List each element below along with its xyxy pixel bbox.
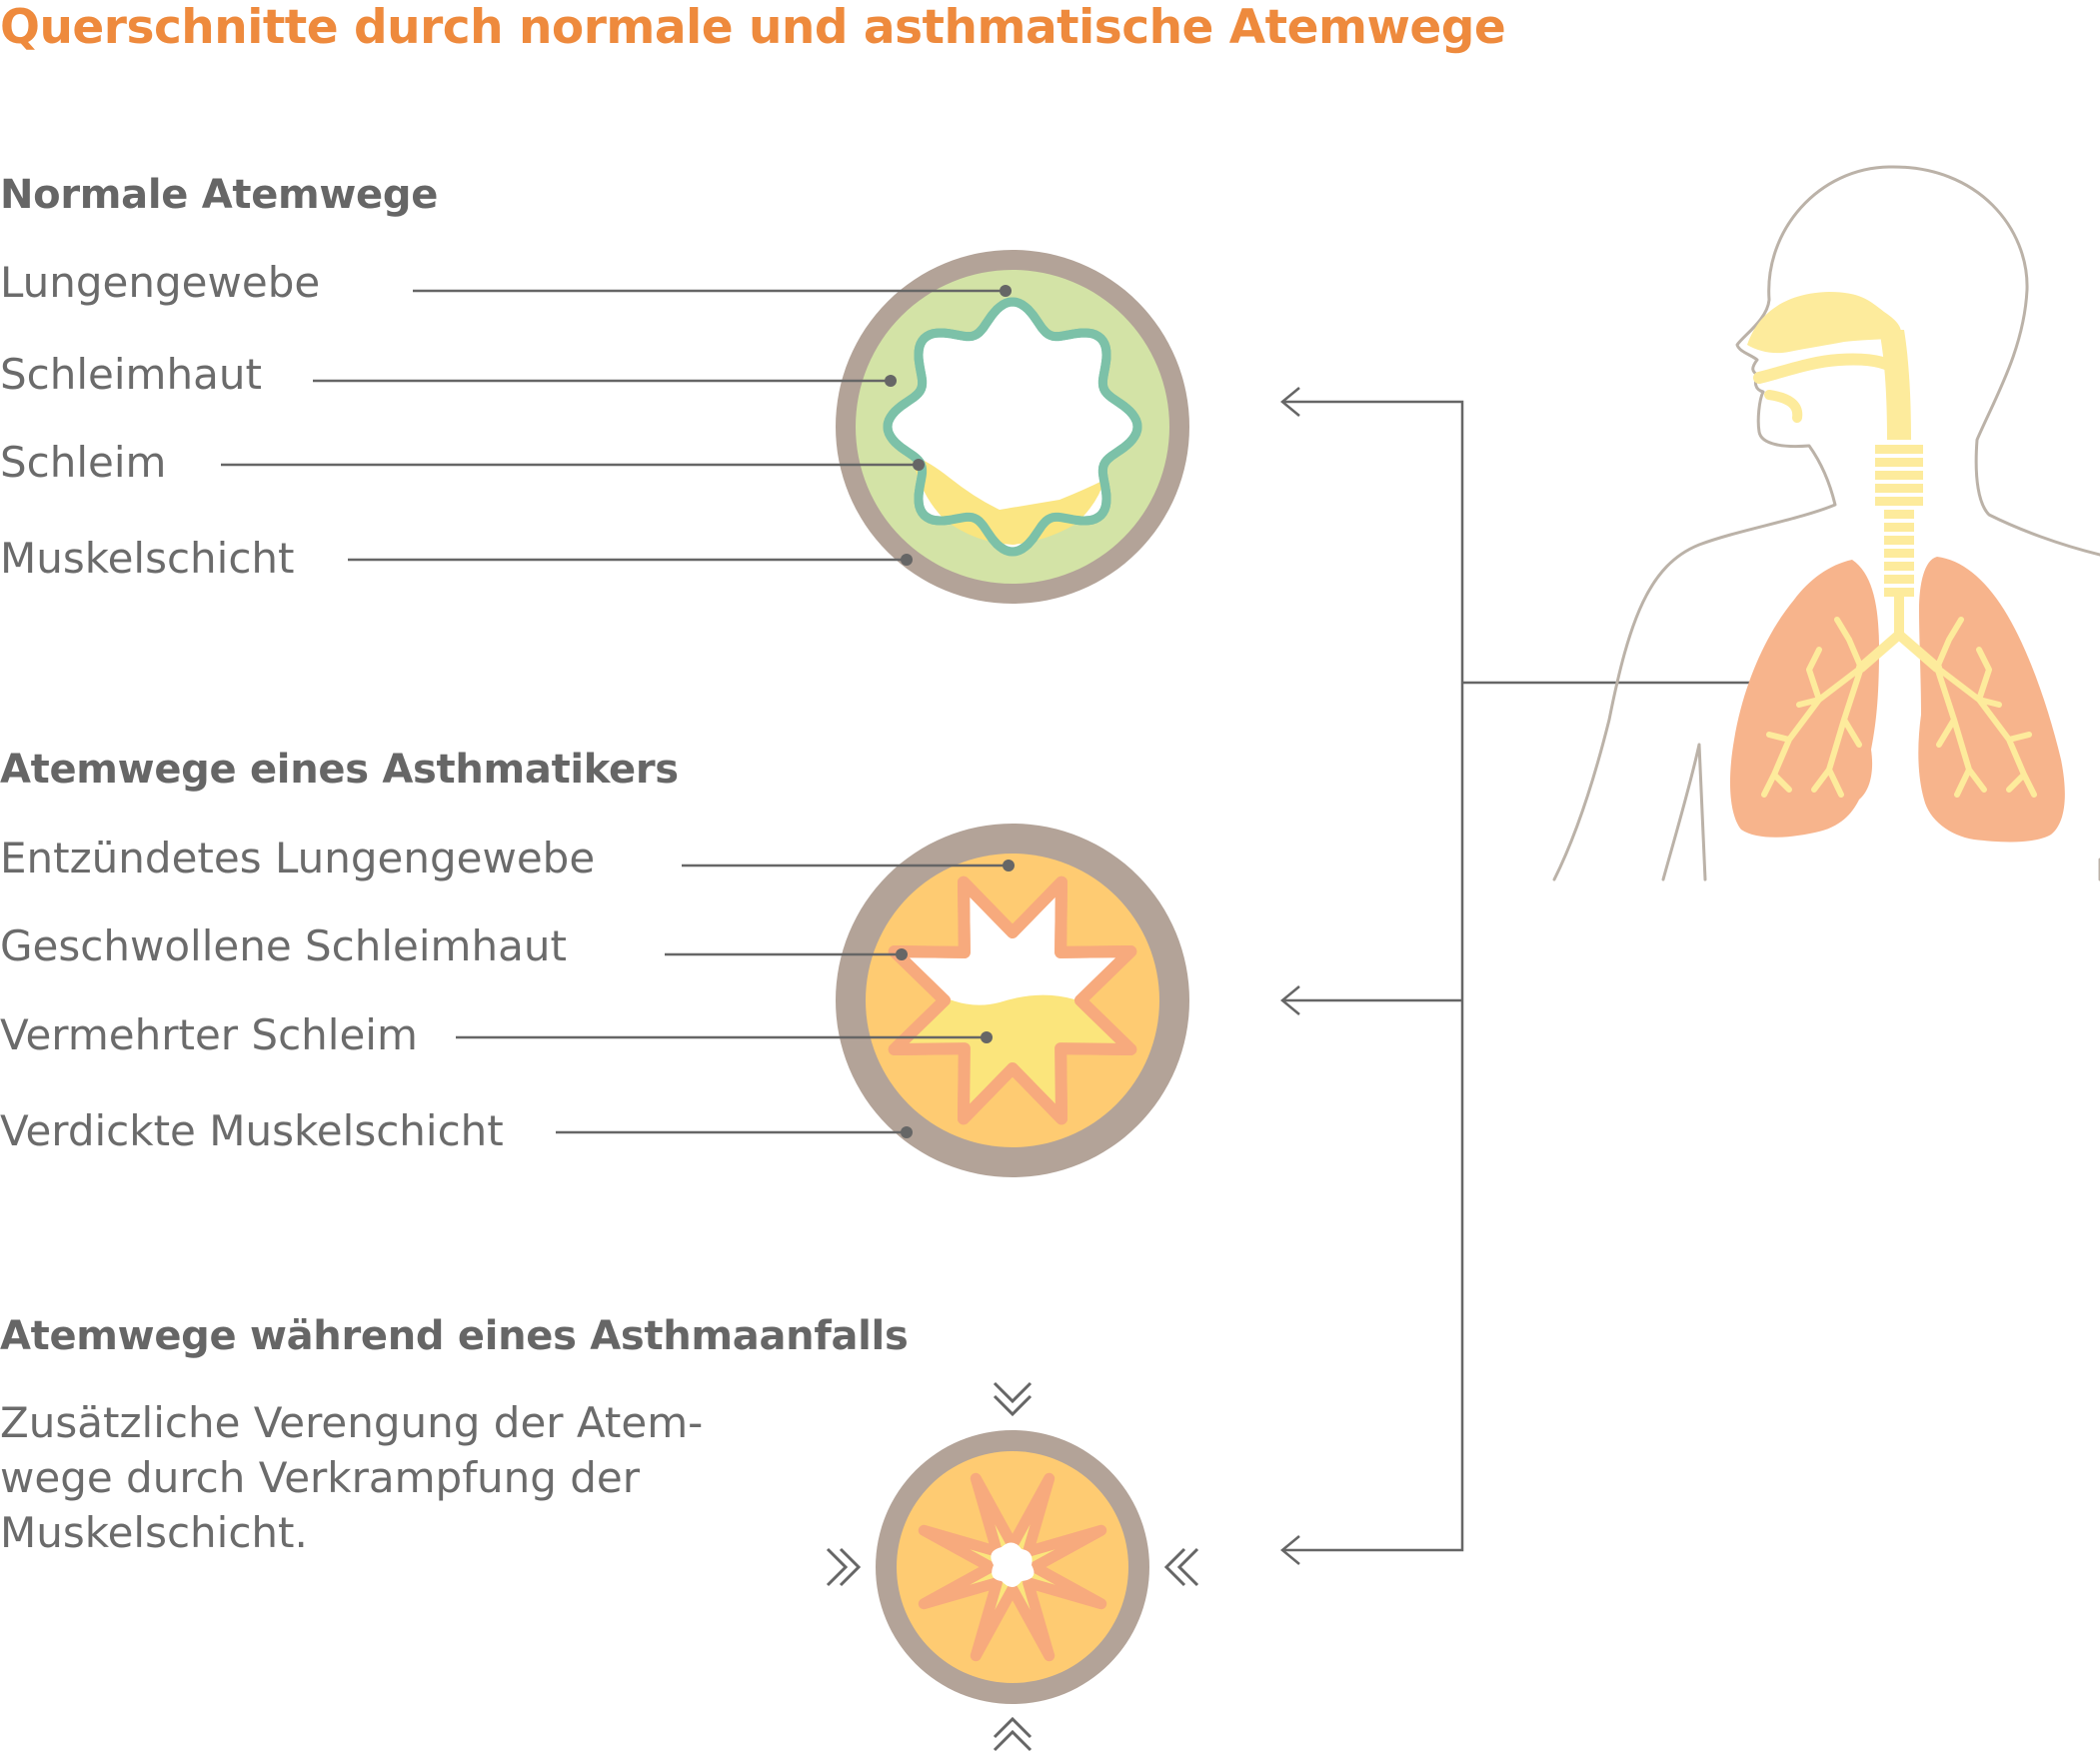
human-figure bbox=[1552, 165, 2100, 881]
body-outline bbox=[1552, 165, 2100, 881]
diagram-title: Querschnitte durch normale und asthmatis… bbox=[0, 0, 1506, 55]
bronchial-tree bbox=[1761, 590, 2037, 798]
leader-lines-normal bbox=[221, 285, 1012, 566]
trachea-ring bbox=[1875, 484, 1923, 493]
trachea-ring bbox=[1875, 497, 1923, 506]
leader-lines-asthmatic bbox=[456, 860, 1015, 1138]
trachea bbox=[1875, 445, 1923, 597]
attack-description: Zusätzliche Verengung der Atem- wege dur… bbox=[0, 1395, 703, 1560]
lumen-attack bbox=[991, 1542, 1035, 1587]
arrow-left-icon bbox=[1280, 1535, 1300, 1565]
tongue-passage bbox=[1764, 390, 1803, 423]
trachea-ring bbox=[1875, 471, 1923, 480]
right-lung bbox=[1918, 557, 2065, 843]
chevron-left-icon bbox=[1163, 1547, 1199, 1587]
label-vermehrter-schleim: Vermehrter Schleim bbox=[0, 1010, 418, 1059]
nasal-cavity bbox=[1747, 292, 1901, 354]
cross-section-asthmatic bbox=[836, 824, 1189, 1177]
pharynx bbox=[1879, 330, 1911, 440]
chevron-up-icon bbox=[993, 1716, 1033, 1752]
trachea-ring bbox=[1875, 458, 1923, 467]
trachea-ring bbox=[1884, 510, 1914, 519]
arm-outline bbox=[1661, 743, 1707, 881]
trachea-ring bbox=[1884, 523, 1914, 532]
cross-section-normal bbox=[836, 250, 1189, 604]
attack-description-line: Muskelschicht. bbox=[0, 1508, 308, 1557]
mucosa-normal-front bbox=[883, 297, 1142, 557]
trachea-ring bbox=[1884, 562, 1914, 571]
heading-normal: Normale Atemwege bbox=[0, 172, 439, 218]
trachea-ring bbox=[1884, 549, 1914, 558]
compression-arrows bbox=[826, 1381, 1199, 1752]
chevron-right-icon bbox=[826, 1547, 862, 1587]
mucosa-swollen-front bbox=[888, 876, 1137, 1125]
attack-description-line: wege durch Verkrampfung der bbox=[0, 1453, 641, 1502]
connector-bracket bbox=[1280, 387, 1814, 1565]
label-geschwollene-schleimhaut: Geschwollene Schleimhaut bbox=[0, 921, 567, 970]
trachea-ring bbox=[1884, 536, 1914, 545]
label-schleimhaut: Schleimhaut bbox=[0, 350, 262, 399]
arrow-left-icon bbox=[1280, 387, 1300, 417]
trachea-ring bbox=[1875, 445, 1923, 454]
mouth-passage bbox=[1753, 353, 1905, 384]
label-muskelschicht: Muskelschicht bbox=[0, 534, 295, 583]
label-lungengewebe: Lungengewebe bbox=[0, 258, 321, 307]
attack-description-line: Zusätzliche Verengung der Atem- bbox=[0, 1398, 704, 1447]
chevron-down-icon bbox=[993, 1381, 1033, 1417]
arrow-left-icon bbox=[1280, 985, 1300, 1015]
cross-section-attack bbox=[876, 1430, 1149, 1704]
left-lung bbox=[1729, 560, 1879, 838]
heading-asthmatic: Atemwege eines Asthmatikers bbox=[0, 747, 679, 793]
heading-attack: Atemwege während eines Asthmaanfalls bbox=[0, 1313, 909, 1359]
label-entzuendetes-lungengewebe: Entzündetes Lungengewebe bbox=[0, 834, 596, 882]
label-verdickte-muskelschicht: Verdickte Muskelschicht bbox=[0, 1106, 504, 1155]
label-schleim: Schleim bbox=[0, 438, 167, 487]
trachea-ring bbox=[1884, 575, 1914, 584]
